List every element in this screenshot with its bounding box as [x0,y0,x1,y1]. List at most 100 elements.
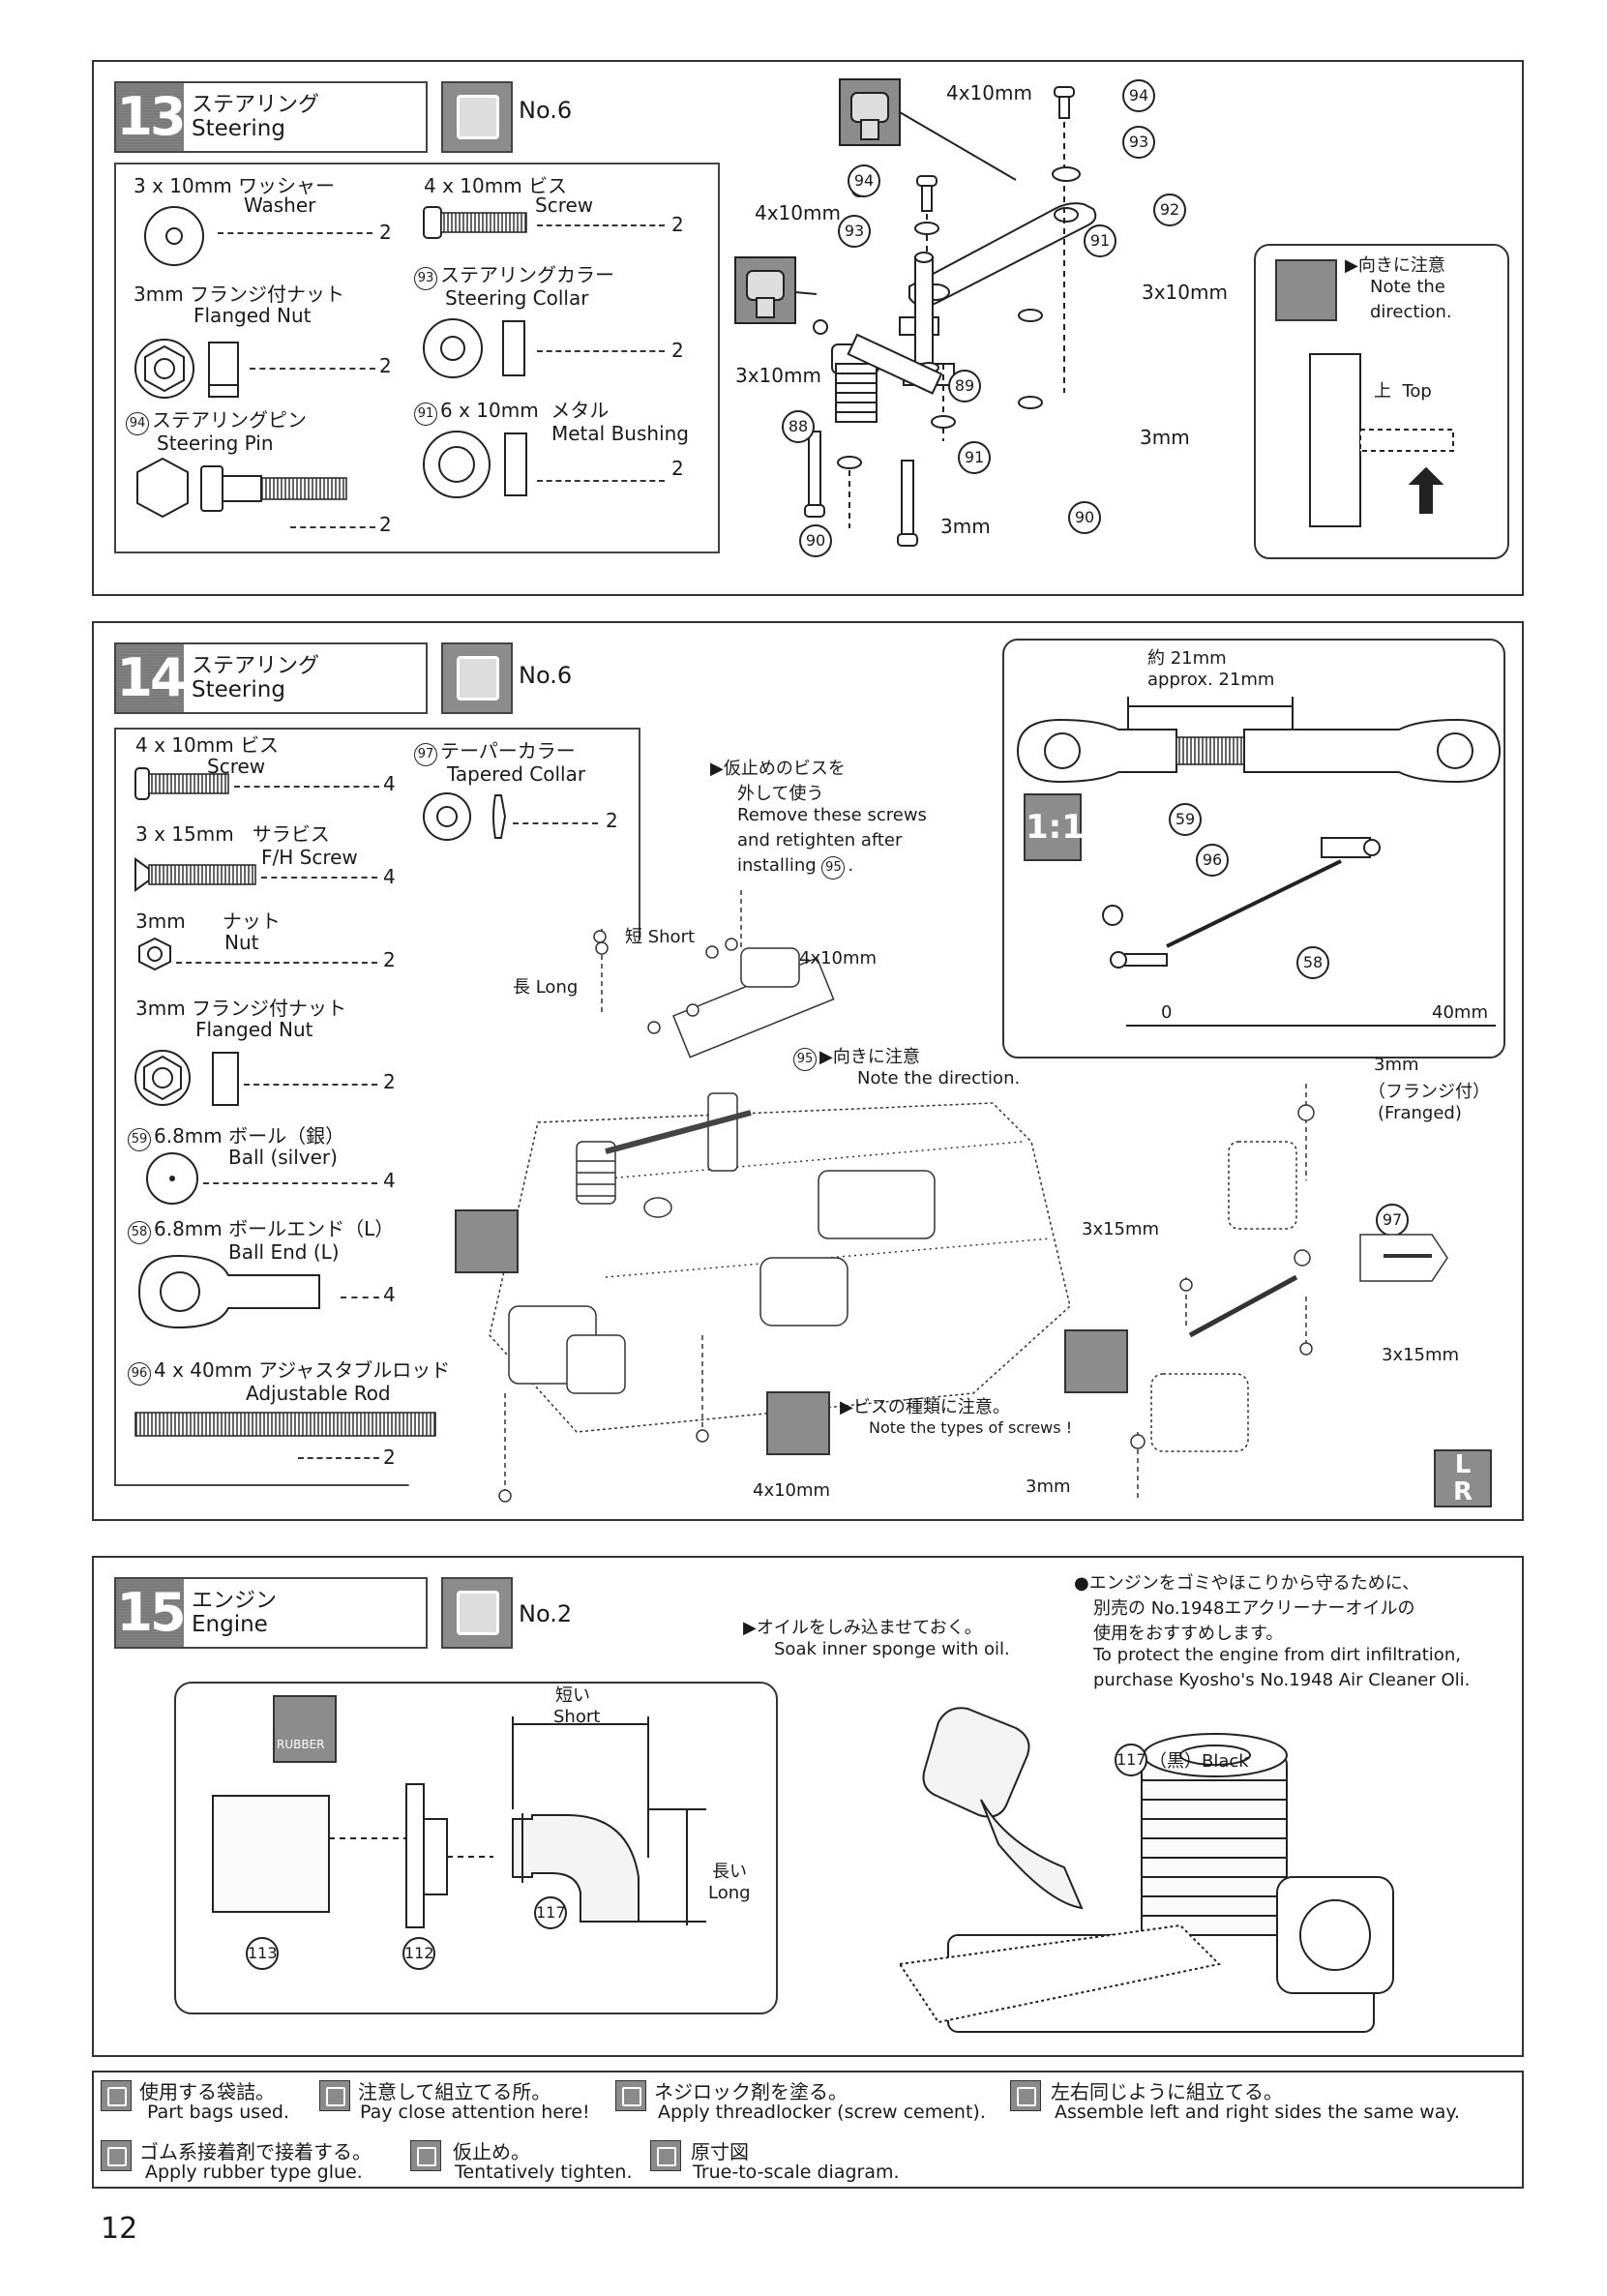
part-ball-name: Ball (silver) [228,1146,338,1169]
nut-qty: 2 [383,948,396,971]
ball-drawing [146,1152,198,1205]
step-13-bag-label: No.6 [519,97,573,124]
washer-qty-leader [218,232,372,234]
step-15-title-jp: エンジン [192,1589,278,1613]
metal-bushing-drawing [423,431,527,498]
step-13-header: 13 ステアリング Steering [114,81,428,153]
rubber-glue-icon [101,2140,132,2171]
washer-qty: 2 [379,221,392,244]
legend-tentative-en: Tentatively tighten. [455,2162,633,2183]
legend-bag-jp: 使用する袋詰。 [139,2080,275,2103]
step-13-title-en: Steering [192,116,285,141]
step-13-top-label: 上 Top [1374,381,1432,402]
steering-collar-drawing [423,318,525,378]
step-14-title-en: Steering [192,677,285,702]
step-15-oil-en: Soak inner sponge with oil. [774,1639,1010,1659]
attention-icon [1275,259,1337,321]
left-right-icon [1010,2080,1041,2111]
callout-90-left: 90 [799,524,832,557]
metal-bushing-qty: 2 [671,457,684,480]
scale-zero: 0 [1161,1002,1173,1023]
rubber-glue-icon [273,1695,337,1763]
step-14-temp-jp-2: 外して使う [737,784,824,804]
threadlocker-icon [615,2080,646,2111]
legend-left-right-en: Assemble left and right sides the same w… [1055,2102,1460,2123]
threadlocker-icon [1064,1329,1128,1393]
part-ball-end-name: Ball End (L) [228,1240,340,1264]
part-flanged-nut-14-spec: 3mm フランジ付ナット [135,997,347,1020]
step-15-protect-en-2: purchase Kyosho's No.1948 Air Cleaner Ol… [1093,1670,1471,1690]
step-13-screw-label-b: 4x10mm [755,201,841,224]
step-14-direction-en: Note the direction. [857,1068,1021,1088]
step-14-title-jp: ステアリング [192,654,320,678]
screw-qty-leader [537,224,665,226]
fh-screw-qty-leader [261,877,377,879]
steering-collar-qty: 2 [671,339,684,362]
part-steering-collar-name: Steering Collar [445,286,589,310]
part-nut-spec: 3mm ナット [135,909,281,933]
attention-icon [766,1391,830,1455]
step-13-note-en-1: Note the [1370,277,1445,297]
ball-end-qty-leader [341,1297,379,1298]
step-15-bag-label: No.2 [519,1600,573,1627]
step-14-types-jp: ▶ビスの種類に注意。 [840,1397,1010,1417]
attention-icon [319,2080,350,2111]
part-steering-pin-name: Steering Pin [157,432,274,455]
callout-117: 117 [1115,1744,1147,1776]
part-fh-screw-name: F/H Screw [261,846,358,869]
step-15-black-label: （黒）Black [1149,1751,1249,1772]
step-15-engine-drawing [898,1707,1394,2033]
tapered-collar-qty: 2 [606,809,618,832]
flanged-nut-qty: 2 [379,354,392,377]
callout-96: 96 [1196,844,1229,877]
legend-bag-en: Part bags used. [147,2102,289,2123]
step-14-approx-en: approx. 21mm [1147,670,1275,690]
legend-attention-en: Pay close attention here! [360,2102,590,2123]
bag-icon [101,2080,132,2111]
steering-pin-qty: 2 [379,513,392,536]
step-14-direction-label: 95▶向きに注意 [793,1043,920,1071]
step-13-nut-label-b: 3mm [940,515,991,538]
step-13-washer-label-a: 3x10mm [1142,281,1228,304]
step-15-header: 15 エンジン Engine [114,1577,428,1649]
flanged-nut-14-qty: 2 [383,1070,396,1093]
step-14-fh-label-a: 3x15mm [1082,1219,1160,1239]
legend-rubber-en: Apply rubber type glue. [145,2162,363,2183]
step-14-types-en: Note the types of screws ! [869,1418,1073,1437]
step-14-right-assembly [1130,1084,1448,1500]
adjustable-rod-qty: 2 [383,1446,396,1469]
scale-icon [650,2140,681,2171]
screw-drawing [423,206,527,239]
step-13-top-diagram [1309,353,1454,527]
metal-bushing-qty-leader [537,480,665,482]
adjustable-rod-drawing [134,1412,436,1437]
legend-threadlocker-jp: ネジロック剤を塗る。 [654,2080,848,2103]
part-screw-spec: 4 x 10mm ビス [424,174,568,197]
callout-117-detail: 117 [534,1896,567,1929]
step-14-temp-en-1: Remove these screws [737,805,927,825]
step-15-short-en: Short [553,1707,601,1727]
part-tapered-collar-name: Tapered Collar [447,762,586,786]
ball-end-drawing [137,1254,320,1329]
step-13-exploded-diagram [734,78,1097,547]
step-15-protect-jp-2: 別売の No.1948エアクリーナーオイルの [1093,1598,1415,1619]
page-number: 12 [101,2212,138,2246]
step-13-number: 13 [116,83,187,151]
callout-89: 89 [948,370,981,403]
nut-drawing [138,937,171,971]
flanged-nut-14-drawing [134,1050,239,1106]
bag-icon [441,642,513,714]
step-14-bag-label: No.6 [519,662,573,689]
part-screw-name: Screw [535,194,594,217]
step-13-nut-label-a: 3mm [1140,426,1190,449]
step-14-number: 14 [116,644,187,712]
fh-screw-drawing [134,857,256,892]
flanged-nut-14-qty-leader [244,1084,377,1086]
part-flanged-nut-spec: 3mm フランジ付ナット [134,283,345,306]
scale-icon: 1:1 [1024,793,1085,861]
step-14-fn-size: 3mm [1374,1055,1419,1075]
